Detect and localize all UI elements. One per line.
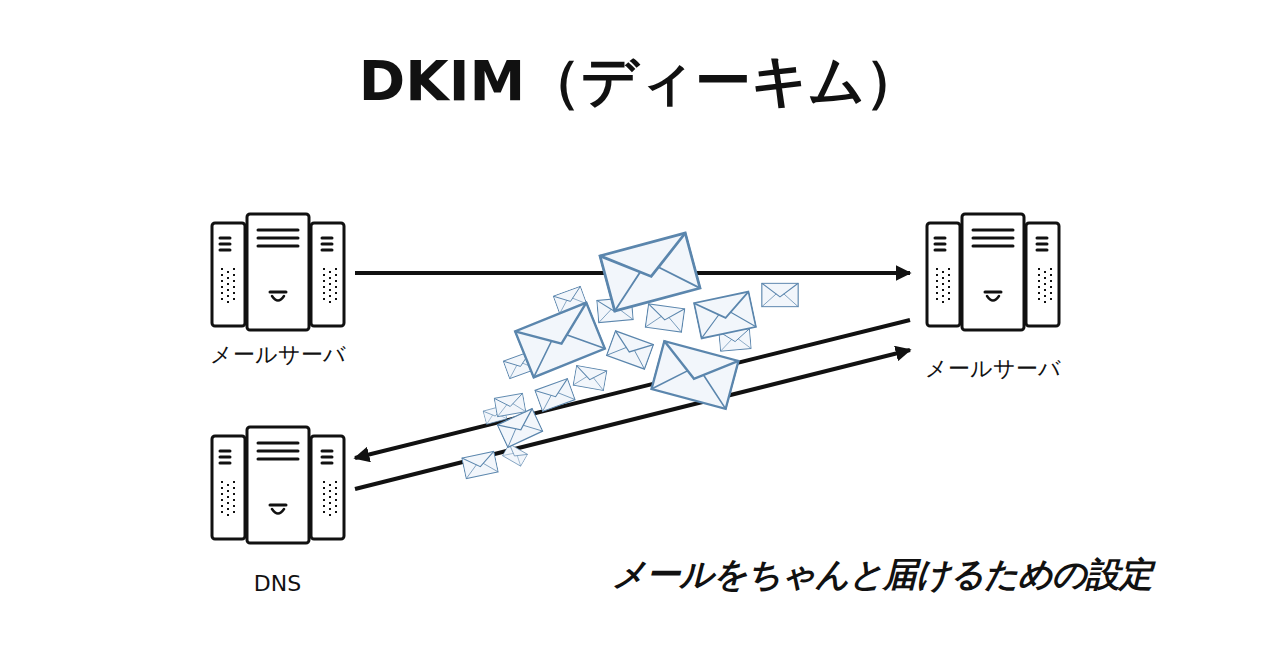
server-icon (210, 212, 346, 332)
server-label: DNS (200, 571, 355, 596)
server-label: メールサーバ (200, 340, 355, 370)
arrow-connector (355, 350, 910, 489)
diagram-caption: メールをちゃんと届けるための設定 (612, 552, 1152, 598)
diagram-title: DKIM（ディーキム） (0, 44, 1280, 120)
server-node: メールサーバ (200, 212, 355, 370)
arrow-connector (355, 320, 910, 458)
server-node: DNS (200, 425, 355, 596)
server-node: メールサーバ (910, 212, 1075, 384)
server-label: メールサーバ (910, 354, 1075, 384)
server-icon (210, 425, 346, 545)
server-icon (925, 212, 1061, 332)
